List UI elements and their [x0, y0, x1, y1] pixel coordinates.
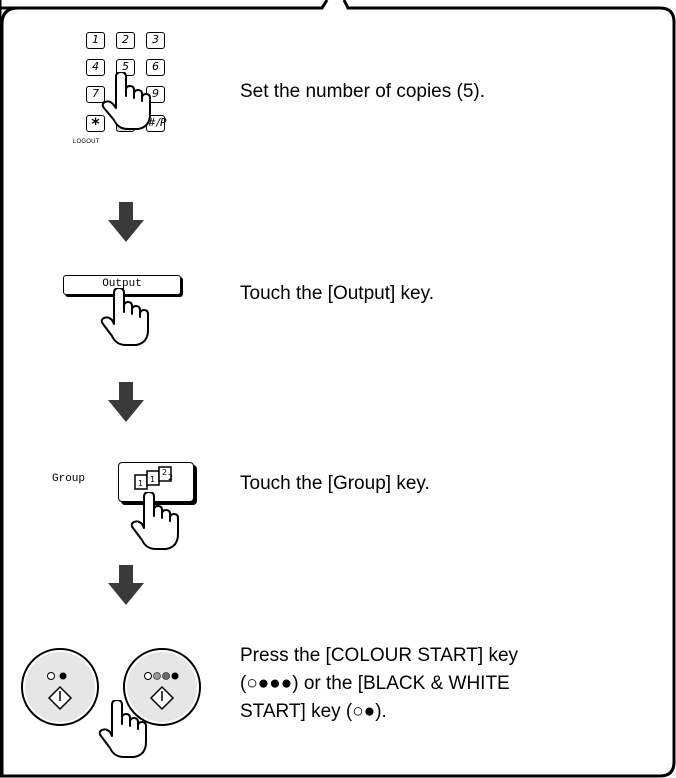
down-arrow-icon: [108, 202, 144, 242]
group-label: Group: [52, 473, 86, 485]
step-1-text: Set the number of copies (5).: [240, 81, 486, 102]
key-3[interactable]: 3: [146, 32, 165, 49]
start-key-icon[interactable]: [120, 645, 206, 731]
down-arrow-icon: [108, 565, 144, 605]
svg-text:2: 2: [168, 473, 173, 482]
down-arrow-icon: [108, 382, 144, 422]
step-3-text: Touch the [Group] key.: [240, 473, 430, 494]
hand-pointer-icon: [101, 72, 151, 130]
step-4-text: Press the [COLOUR START] key (○●●●) or t…: [240, 642, 518, 726]
hand-pointer-icon: [100, 288, 149, 346]
key-2[interactable]: 2: [116, 32, 135, 49]
logout-label: LOGOUT: [73, 139, 100, 145]
sort-group-icon: 1 1 2 2: [134, 466, 173, 490]
key-asterisk[interactable]: *: [86, 115, 105, 132]
step-4-line-3: START] key (○●).: [240, 701, 387, 722]
key-4[interactable]: 4: [86, 59, 105, 76]
key-6[interactable]: 6: [146, 59, 165, 76]
key-1[interactable]: 1: [86, 32, 105, 49]
svg-text:1: 1: [138, 479, 143, 488]
svg-text:2: 2: [162, 468, 167, 477]
step-2-text: Touch the [Output] key.: [240, 283, 434, 304]
svg-text:1: 1: [150, 475, 155, 484]
step-4-line-1: Press the [COLOUR START] key: [240, 645, 519, 666]
hand-pointer-icon: [130, 492, 179, 550]
key-hash-p[interactable]: #/P: [146, 115, 167, 132]
group-key[interactable]: 1 1 2 2: [118, 462, 194, 502]
start-key-icon[interactable]: [18, 645, 104, 731]
hand-pointer-icon: [98, 700, 147, 758]
step-4-line-2: (○●●●) or the [BLACK & WHITE: [240, 673, 510, 694]
key-7[interactable]: 7: [86, 86, 105, 103]
